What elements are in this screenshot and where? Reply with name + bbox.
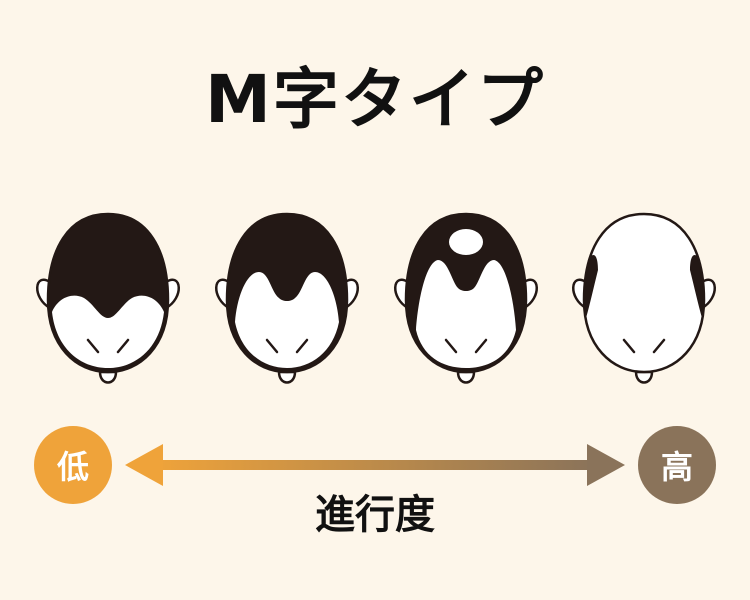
- head-stage-3-icon: [386, 200, 546, 390]
- progression-label: 進行度: [315, 492, 435, 538]
- head-stage-1-icon: [28, 200, 188, 390]
- head-stage-2-icon: [207, 200, 367, 390]
- low-badge: 低: [34, 426, 112, 504]
- high-badge: 高: [638, 426, 716, 504]
- progression-scale: 低 高: [0, 420, 750, 510]
- hair-loss-stages: [0, 200, 750, 400]
- diagram-title: M字タイプ: [205, 61, 545, 138]
- head-stage-4-icon: [564, 200, 724, 390]
- double-arrow-icon: [125, 444, 625, 486]
